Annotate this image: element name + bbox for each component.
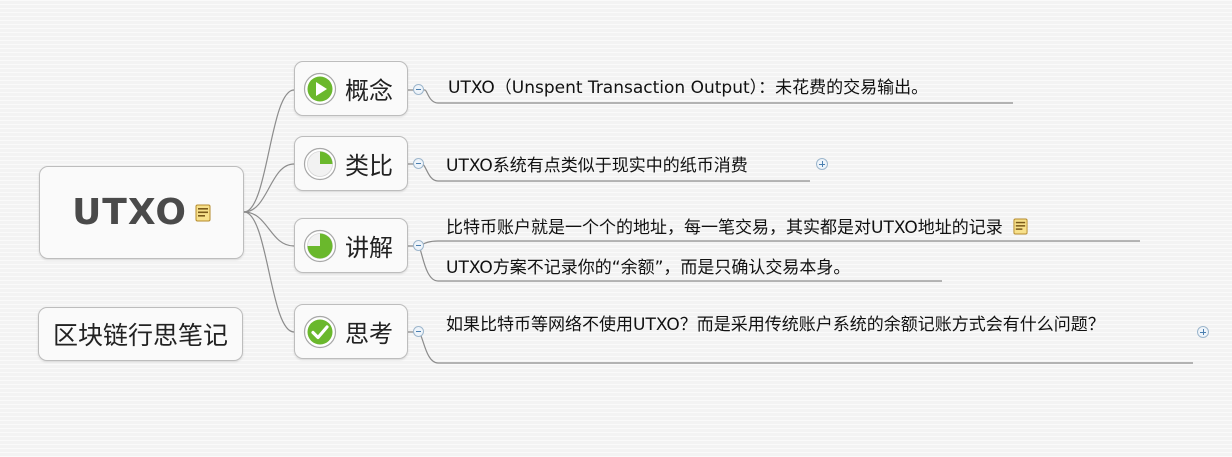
connector-central-explain	[243, 211, 295, 247]
branch-think[interactable]: 思考	[294, 304, 408, 359]
connector-central-think	[243, 211, 295, 333]
note-icon[interactable]	[1013, 218, 1028, 235]
play-icon	[303, 72, 337, 106]
collapse-toggle-analogy[interactable]	[413, 158, 424, 169]
collapse-toggle-concept[interactable]	[413, 84, 424, 95]
connector-central-concept	[243, 89, 295, 213]
branch-concept-label: 概念	[345, 77, 393, 105]
branch-explain-label: 讲解	[345, 234, 393, 262]
branch-concept[interactable]: 概念	[294, 61, 408, 116]
branch-analogy[interactable]: 类比	[294, 136, 408, 191]
branch-explain[interactable]: 讲解	[294, 218, 408, 273]
connector-explain-leaf-1	[408, 240, 1140, 247]
leaf-concept[interactable]: UTXO（Unspent Transaction Output）：未花费的交易输…	[448, 78, 929, 98]
leaf-explain-1-text: 比特币账户就是一个个的地址，每一笔交易，其实都是对UTXO地址的记录	[446, 218, 1003, 238]
central-topic-title: UTXO	[72, 192, 187, 233]
central-topic[interactable]: UTXO	[39, 166, 244, 259]
leaf-explain-2[interactable]: UTXO方案不记录你的“余额”，而是只确认交易本身。	[446, 258, 851, 278]
collapse-toggle-explain[interactable]	[413, 240, 424, 251]
connector-central-analogy	[243, 163, 295, 213]
check-icon	[303, 315, 337, 349]
floating-topic[interactable]: 区块链行思笔记	[38, 307, 243, 361]
connector-concept-leaf	[408, 89, 1013, 104]
leaf-analogy[interactable]: UTXO系统有点类似于现实中的纸币消费	[446, 156, 748, 176]
floating-topic-label: 区块链行思笔记	[52, 321, 228, 350]
expand-toggle-think[interactable]	[1197, 326, 1209, 338]
progress-three-quarter-icon	[303, 229, 337, 263]
branch-think-label: 思考	[345, 320, 393, 348]
note-icon[interactable]	[195, 204, 211, 222]
progress-quarter-icon	[303, 147, 337, 181]
connector-think-leaf	[408, 331, 1193, 364]
collapse-toggle-think[interactable]	[413, 326, 424, 337]
leaf-think[interactable]: 如果比特币等网络不使用UTXO？而是采用传统账户系统的余额记账方式会有什么问题？	[446, 315, 1105, 335]
expand-toggle-analogy[interactable]	[816, 158, 828, 170]
leaf-explain-1[interactable]: 比特币账户就是一个个的地址，每一笔交易，其实都是对UTXO地址的记录	[446, 217, 1028, 239]
branch-analogy-label: 类比	[345, 152, 393, 180]
